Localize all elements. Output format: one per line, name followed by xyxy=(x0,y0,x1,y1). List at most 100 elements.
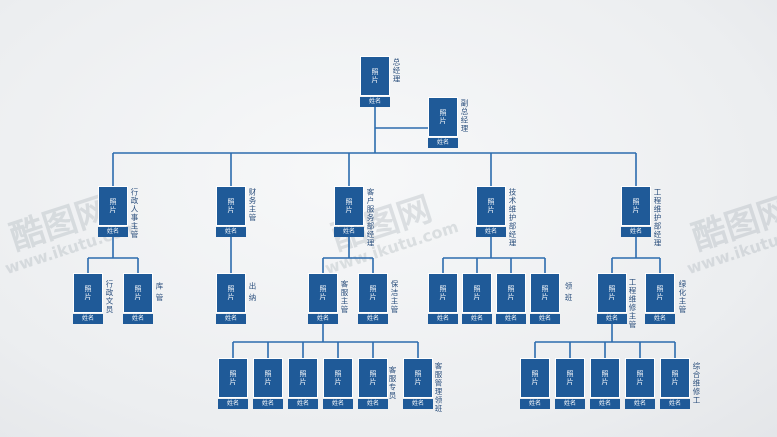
photo-placeholder: 照片 xyxy=(218,358,248,398)
name-label: 姓名 xyxy=(645,314,675,324)
name-label: 姓名 xyxy=(428,314,458,324)
name-label: 姓名 xyxy=(496,314,526,324)
card-engineering: 照片 姓名 xyxy=(621,186,651,237)
card-tech-staff-3: 照片 姓名 xyxy=(496,273,526,324)
name-label: 姓名 xyxy=(403,399,433,409)
photo-placeholder: 照片 xyxy=(496,273,526,313)
name-label: 姓名 xyxy=(590,399,620,409)
photo-placeholder: 照片 xyxy=(216,186,246,226)
photo-placeholder: 照片 xyxy=(428,97,458,137)
name-label: 姓名 xyxy=(621,227,651,237)
name-label: 姓名 xyxy=(73,314,103,324)
photo-placeholder: 照片 xyxy=(428,273,458,313)
name-label: 姓名 xyxy=(123,314,153,324)
photo-placeholder: 照片 xyxy=(625,358,655,398)
role-customer: 客户服务部经理 xyxy=(366,188,375,248)
card-cs-specialist-1: 照片 姓名 xyxy=(218,358,248,409)
card-tech-staff-2: 照片 姓名 xyxy=(462,273,492,324)
name-label: 姓名 xyxy=(462,314,492,324)
name-label: 姓名 xyxy=(428,138,458,148)
card-cs-supervisor: 照片 姓名 xyxy=(308,273,338,324)
photo-placeholder: 照片 xyxy=(358,358,388,398)
name-label: 姓名 xyxy=(597,314,627,324)
photo-placeholder: 照片 xyxy=(476,186,506,226)
photo-placeholder: 照片 xyxy=(253,358,283,398)
card-customer: 照片 姓名 xyxy=(334,186,364,237)
photo-placeholder: 照片 xyxy=(590,358,620,398)
name-label: 姓名 xyxy=(288,399,318,409)
name-label: 姓名 xyxy=(625,399,655,409)
photo-placeholder: 照片 xyxy=(360,56,390,96)
name-label: 姓名 xyxy=(530,314,560,324)
name-label: 姓名 xyxy=(308,314,338,324)
role-eng-supervisor: 工程维修主管 xyxy=(628,278,637,329)
name-label: 姓名 xyxy=(216,314,246,324)
photo-placeholder: 照片 xyxy=(597,273,627,313)
card-maint-worker-1: 照片 姓名 xyxy=(520,358,550,409)
card-cashier: 照片 姓名 xyxy=(216,273,246,324)
photo-placeholder: 照片 xyxy=(216,273,246,313)
name-label: 姓名 xyxy=(476,227,506,237)
role-cs-team: 客服管理领班 xyxy=(434,362,443,413)
photo-placeholder: 照片 xyxy=(308,273,338,313)
role-finance: 财务主管 xyxy=(248,188,257,222)
card-admin-clerk: 照片 姓名 xyxy=(73,273,103,324)
photo-placeholder: 照片 xyxy=(358,273,388,313)
photo-placeholder: 照片 xyxy=(403,358,433,398)
role-cs-supervisor: 客服主管 xyxy=(340,280,349,314)
card-tech: 照片 姓名 xyxy=(476,186,506,237)
card-cs-specialist-3: 照片 姓名 xyxy=(288,358,318,409)
card-maint-worker-2: 照片 姓名 xyxy=(555,358,585,409)
photo-placeholder: 照片 xyxy=(462,273,492,313)
card-cleaning: 照片 姓名 xyxy=(358,273,388,324)
name-label: 姓名 xyxy=(360,97,390,107)
name-label: 姓名 xyxy=(253,399,283,409)
photo-placeholder: 照片 xyxy=(660,358,690,398)
card-cs-specialist-5: 照片 姓名 xyxy=(358,358,388,409)
name-label: 姓名 xyxy=(358,314,388,324)
card-dgm: 照片 姓名 xyxy=(428,97,458,148)
card-tech-staff-4: 照片 姓名 xyxy=(530,273,560,324)
card-green: 照片 姓名 xyxy=(645,273,675,324)
role-admin: 行政人事主管 xyxy=(130,188,139,239)
card-admin: 照片 姓名 xyxy=(98,186,128,237)
photo-placeholder: 照片 xyxy=(520,358,550,398)
photo-placeholder: 照片 xyxy=(334,186,364,226)
name-label: 姓名 xyxy=(555,399,585,409)
name-label: 姓名 xyxy=(98,227,128,237)
role-cleaning: 保洁主管 xyxy=(390,280,399,314)
card-warehouse: 照片 姓名 xyxy=(123,273,153,324)
name-label: 姓名 xyxy=(218,399,248,409)
card-finance: 照片 姓名 xyxy=(216,186,246,237)
photo-placeholder: 照片 xyxy=(645,273,675,313)
card-eng-supervisor: 照片 姓名 xyxy=(597,273,627,324)
card-maint-worker-5: 照片 姓名 xyxy=(660,358,690,409)
card-cs-specialist-2: 照片 姓名 xyxy=(253,358,283,409)
name-label: 姓名 xyxy=(358,399,388,409)
role-cashier: 出纳 xyxy=(248,282,257,305)
role-team-tech: 领班 xyxy=(564,282,573,305)
card-cs-specialist-4: 照片 姓名 xyxy=(323,358,353,409)
role-gm: 总经理 xyxy=(392,58,401,84)
photo-placeholder: 照片 xyxy=(530,273,560,313)
role-tech: 技术维护部经理 xyxy=(508,188,517,248)
role-warehouse: 库管 xyxy=(155,282,164,305)
role-maint-worker: 综合维修工 xyxy=(692,362,701,405)
photo-placeholder: 照片 xyxy=(621,186,651,226)
name-label: 姓名 xyxy=(660,399,690,409)
photo-placeholder: 照片 xyxy=(555,358,585,398)
photo-placeholder: 照片 xyxy=(123,273,153,313)
photo-placeholder: 照片 xyxy=(323,358,353,398)
card-tech-staff-1: 照片 姓名 xyxy=(428,273,458,324)
photo-placeholder: 照片 xyxy=(98,186,128,226)
card-maint-worker-3: 照片 姓名 xyxy=(590,358,620,409)
name-label: 姓名 xyxy=(520,399,550,409)
photo-placeholder: 照片 xyxy=(73,273,103,313)
name-label: 姓名 xyxy=(323,399,353,409)
card-cs-team: 照片 姓名 xyxy=(403,358,433,409)
role-green: 绿化主管 xyxy=(678,280,687,314)
name-label: 姓名 xyxy=(334,227,364,237)
role-admin-clerk: 行政文员 xyxy=(105,280,114,314)
photo-placeholder: 照片 xyxy=(288,358,318,398)
